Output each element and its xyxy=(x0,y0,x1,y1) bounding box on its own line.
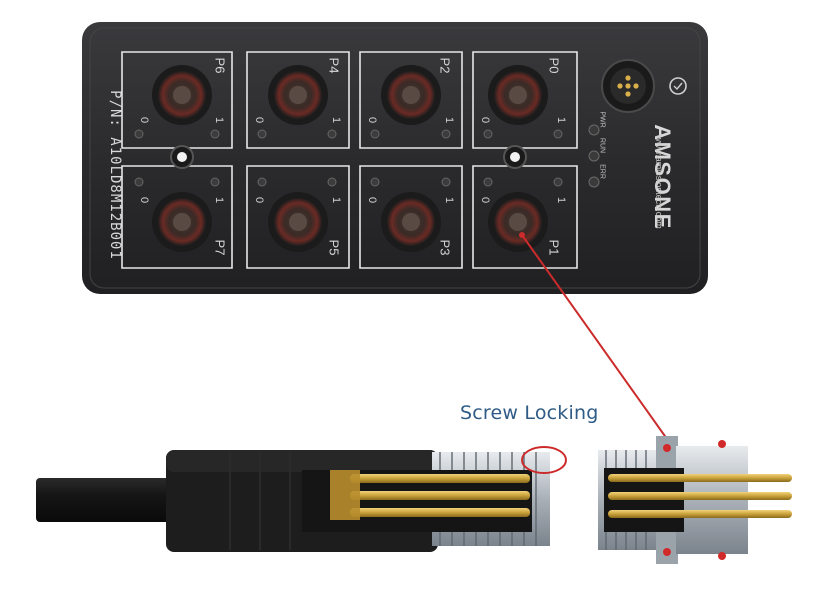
port-label-p0: P0 xyxy=(546,57,562,74)
part-number-label: P/N: A10LD8M12B001 xyxy=(107,90,123,260)
power-connector-pins xyxy=(617,75,639,97)
plug-grip-lines xyxy=(229,452,291,550)
pin-label-0: 0 xyxy=(366,196,379,204)
port-label-p6: P6 xyxy=(212,57,228,74)
port-label-p4: P4 xyxy=(326,57,342,74)
screw-lock-highlight xyxy=(521,446,567,474)
pin-label-0: 0 xyxy=(138,116,151,124)
port-label-p2: P2 xyxy=(437,57,453,74)
pin-label-1: 1 xyxy=(213,116,226,124)
status-leds xyxy=(588,124,600,188)
port-led-dots xyxy=(134,129,563,187)
led-label-run: RUN xyxy=(598,137,606,154)
module-edge xyxy=(89,27,701,289)
port-label-p3: P3 xyxy=(437,239,453,256)
pointer-origin xyxy=(519,232,525,238)
port-label-p7: P7 xyxy=(212,239,228,256)
port-label-p1: P1 xyxy=(546,239,562,256)
pin-label-0: 0 xyxy=(253,116,266,124)
pin-label-1: 1 xyxy=(330,196,343,204)
port-frames xyxy=(121,51,578,269)
io-module xyxy=(82,22,708,294)
pin-label-0: 0 xyxy=(366,116,379,124)
brand-logo-icon xyxy=(669,77,687,95)
led-label-pwr: PWR xyxy=(598,111,606,128)
pin-label-1: 1 xyxy=(555,116,568,124)
receptacle-gold-pins xyxy=(608,474,792,518)
screw-locking-caption: Screw Locking xyxy=(460,402,599,424)
o-ring-seals xyxy=(663,440,726,560)
mounting-hole-right-inner xyxy=(510,152,520,162)
cable xyxy=(36,478,170,522)
mounting-hole-left-inner xyxy=(177,152,187,162)
ports-top-row xyxy=(152,65,548,125)
pin-label-1: 1 xyxy=(443,196,456,204)
pin-label-1: 1 xyxy=(213,196,226,204)
pin-label-0: 0 xyxy=(479,116,492,124)
pointer-line xyxy=(521,234,673,447)
led-label-err: ERR xyxy=(598,164,606,179)
pin-label-1: 1 xyxy=(555,196,568,204)
pin-label-1: 1 xyxy=(443,116,456,124)
pin-label-0: 0 xyxy=(138,196,151,204)
pin-label-1: 1 xyxy=(330,116,343,124)
panel-receptacle xyxy=(598,436,792,564)
website-label: www.amissiontech.com xyxy=(654,135,664,229)
pin-label-0: 0 xyxy=(253,196,266,204)
ports-bottom-row xyxy=(152,192,548,252)
module-body xyxy=(82,22,708,294)
cable-plug xyxy=(36,446,567,552)
pin-label-0: 0 xyxy=(479,196,492,204)
port-label-p5: P5 xyxy=(326,239,342,256)
plug-gold-pins xyxy=(330,470,530,520)
